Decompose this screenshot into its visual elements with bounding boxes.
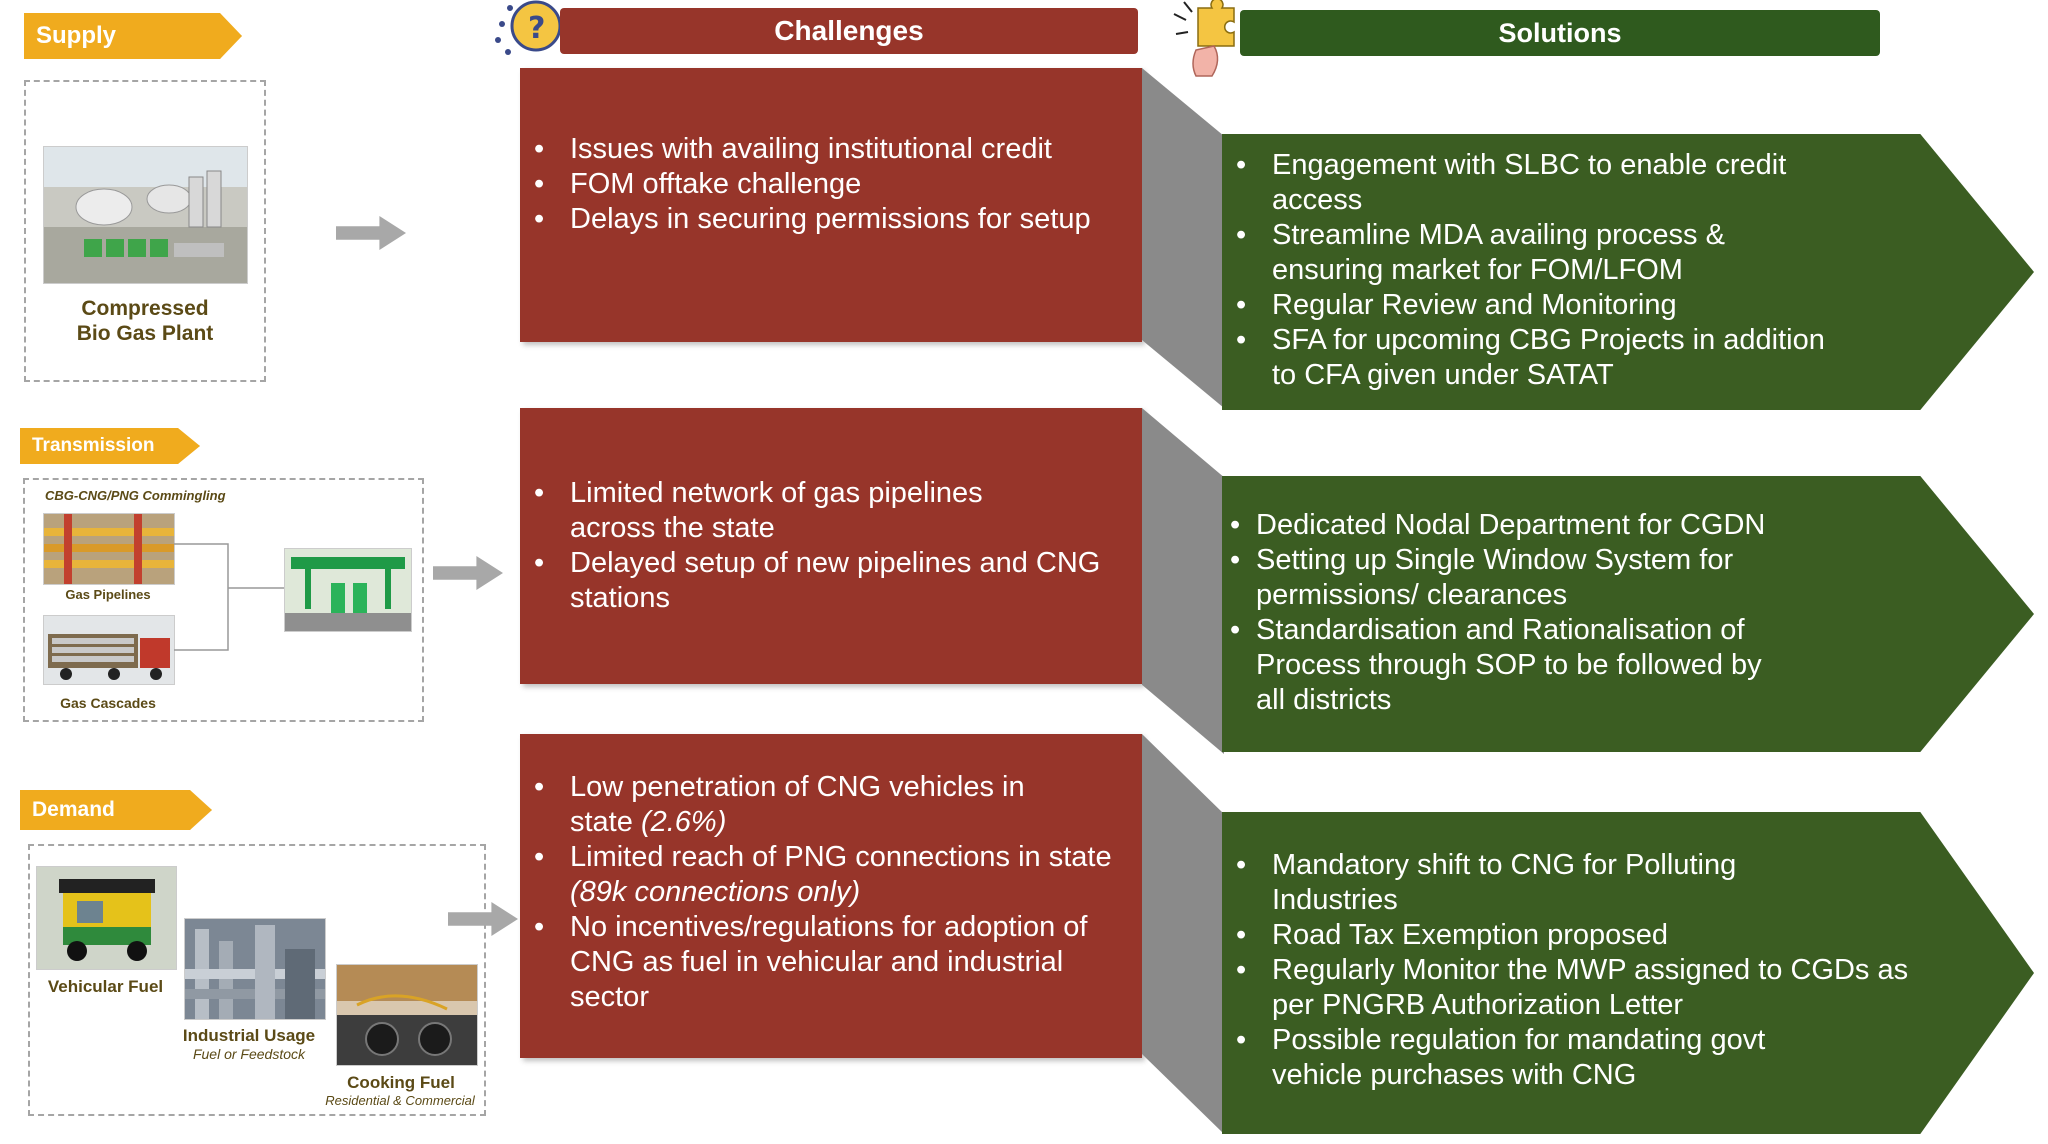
supply-solutions-list: Engagement with SLBC to enable credit ac… xyxy=(1222,148,2034,393)
demand-connector xyxy=(1142,734,1224,1134)
solution-item: Possible regulation for mandating govt v… xyxy=(1222,1023,2034,1093)
gas-cascades-caption: Gas Cascades xyxy=(60,695,156,711)
solution-item: Mandatory shift to CNG for Polluting Ind… xyxy=(1222,848,2034,918)
solutions-header: Solutions xyxy=(1240,10,1880,56)
demand-panel xyxy=(28,844,486,1116)
gas-pipelines-image xyxy=(43,513,175,585)
supply-arrow-icon xyxy=(336,216,406,250)
solution-item: Setting up Single Window System for perm… xyxy=(1222,543,2034,613)
solution-item: Standardisation and Rationalisation of P… xyxy=(1222,613,2034,718)
demand-solutions-box: Mandatory shift to CNG for Polluting Ind… xyxy=(1222,812,2034,1134)
challenge-item: FOM offtake challenge xyxy=(520,167,1142,202)
supply-solutions-box: Engagement with SLBC to enable credit ac… xyxy=(1222,134,2034,410)
transmission-solutions-box: Dedicated Nodal Department for CGDN Sett… xyxy=(1222,476,2034,752)
challenge-item: No incentives/regulations for adoption o… xyxy=(520,910,1142,1015)
commingling-connector-lines xyxy=(174,543,290,651)
cng-station-image xyxy=(284,548,412,632)
puzzle-hand-icon xyxy=(1170,0,1254,85)
supply-challenges-box: Issues with availing institutional credi… xyxy=(520,68,1142,342)
gas-cascades-image xyxy=(43,615,175,685)
demand-challenges-box: Low penetration of CNG vehicles in state… xyxy=(520,734,1142,1058)
solution-item: Engagement with SLBC to enable credit ac… xyxy=(1222,148,2034,218)
challenge-text: Low penetration of CNG vehicles in state xyxy=(570,771,1025,838)
solution-item: Dedicated Nodal Department for CGDN xyxy=(1222,508,2034,543)
industrial-usage-caption: Industrial Usage xyxy=(182,1026,316,1045)
question-head-icon: ? xyxy=(490,0,570,75)
challenge-text: Limited reach of PNG connections in stat… xyxy=(570,841,1112,873)
challenge-text: No incentives/regulations for adoption o… xyxy=(570,911,1088,1013)
transmission-panel xyxy=(23,478,424,722)
supply-connector xyxy=(1142,68,1224,408)
industrial-usage-image xyxy=(184,918,326,1020)
solution-item: Streamline MDA availing process & ensuri… xyxy=(1222,218,2034,288)
supply-panel xyxy=(24,80,266,382)
supply-caption-line2: Bio Gas Plant xyxy=(76,322,214,345)
challenge-stat: (2.6%) xyxy=(640,806,727,838)
challenge-item: Delays in securing permissions for setup xyxy=(520,202,1142,237)
transmission-arrow-icon xyxy=(433,556,503,590)
transmission-solutions-list: Dedicated Nodal Department for CGDN Sett… xyxy=(1222,508,2034,718)
demand-challenges-list: Low penetration of CNG vehicles in state… xyxy=(520,770,1142,1015)
challenges-header: Challenges xyxy=(560,8,1138,54)
vehicular-fuel-caption: Vehicular Fuel xyxy=(47,977,164,996)
supply-caption: Compressed Bio Gas Plant xyxy=(24,296,266,346)
supply-challenges-list: Issues with availing institutional credi… xyxy=(520,132,1142,237)
vehicular-fuel-image xyxy=(36,866,177,970)
transmission-challenges-list: Limited network of gas pipelines across … xyxy=(520,476,1142,616)
svg-text:?: ? xyxy=(528,11,545,46)
cooking-fuel-caption: Cooking Fuel xyxy=(347,1073,455,1092)
solution-item: SFA for upcoming CBG Projects in additio… xyxy=(1222,323,2034,393)
challenge-item: Limited reach of PNG connections in stat… xyxy=(520,840,1142,910)
challenge-item: Low penetration of CNG vehicles in state… xyxy=(520,770,1142,840)
transmission-title: CBG-CNG/PNG Commingling xyxy=(45,488,226,503)
solution-item: Regularly Monitor the MWP assigned to CG… xyxy=(1222,953,2034,1023)
solution-item: Road Tax Exemption proposed xyxy=(1222,918,2034,953)
gas-pipelines-caption: Gas Pipelines xyxy=(65,587,151,602)
transmission-challenges-box: Limited network of gas pipelines across … xyxy=(520,408,1142,684)
transmission-tag: Transmission xyxy=(20,428,200,464)
supply-tag: Supply xyxy=(24,13,242,59)
demand-tag: Demand xyxy=(20,790,212,830)
challenge-item: Issues with availing institutional credi… xyxy=(520,132,1142,167)
challenge-item: Limited network of gas pipelines across … xyxy=(520,476,1142,546)
cooking-fuel-subcaption: Residential & Commercial xyxy=(325,1093,475,1108)
cooking-fuel-image xyxy=(336,964,478,1066)
demand-solutions-list: Mandatory shift to CNG for Polluting Ind… xyxy=(1222,848,2034,1093)
biogas-plant-image xyxy=(43,146,248,284)
transmission-connector xyxy=(1142,408,1224,754)
industrial-usage-subcaption: Fuel or Feedstock xyxy=(192,1046,306,1062)
challenge-item: Delayed setup of new pipelines and CNG s… xyxy=(520,546,1142,616)
supply-caption-line1: Compressed xyxy=(81,297,209,320)
challenge-stat: (89k connections only) xyxy=(570,876,861,908)
solution-item: Regular Review and Monitoring xyxy=(1222,288,2034,323)
